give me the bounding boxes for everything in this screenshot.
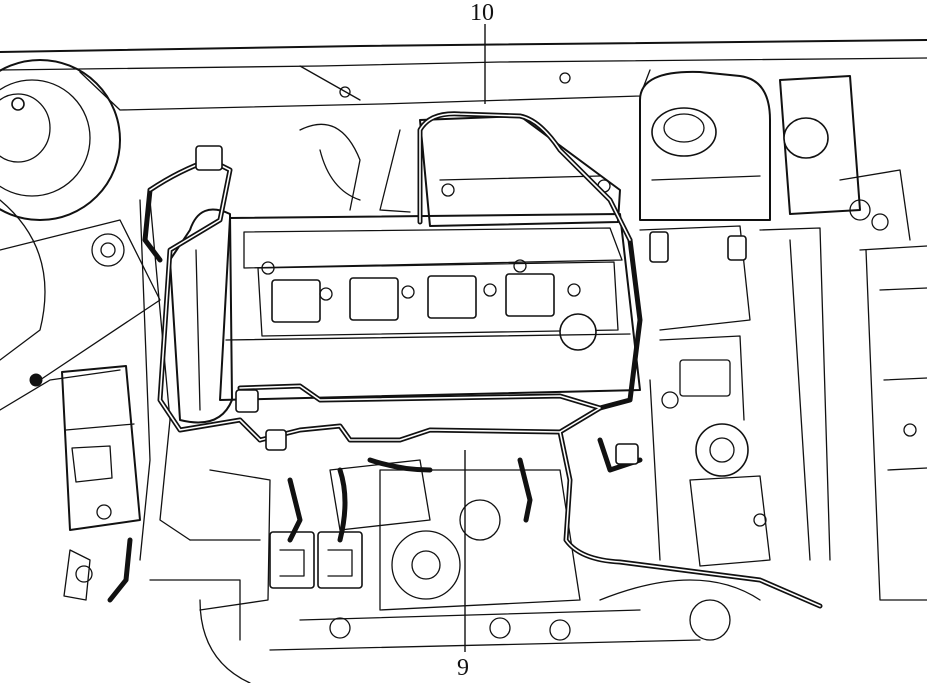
intake-plenum	[299, 115, 621, 227]
left-relay-box	[29, 365, 141, 601]
callout-label-10: 10	[470, 0, 494, 26]
battery-area	[779, 75, 927, 601]
right-side-components	[639, 225, 831, 567]
injector-connectors	[269, 459, 431, 589]
coolant-reservoir	[639, 70, 771, 221]
wiring-harness	[107, 111, 823, 609]
left-strut-tower	[0, 59, 161, 411]
front-lower-components	[149, 469, 761, 683]
bulkhead-outline	[0, 39, 927, 111]
cam-cover	[219, 213, 641, 401]
callout-label-9: 9	[457, 655, 469, 681]
intake-duct	[139, 199, 233, 561]
